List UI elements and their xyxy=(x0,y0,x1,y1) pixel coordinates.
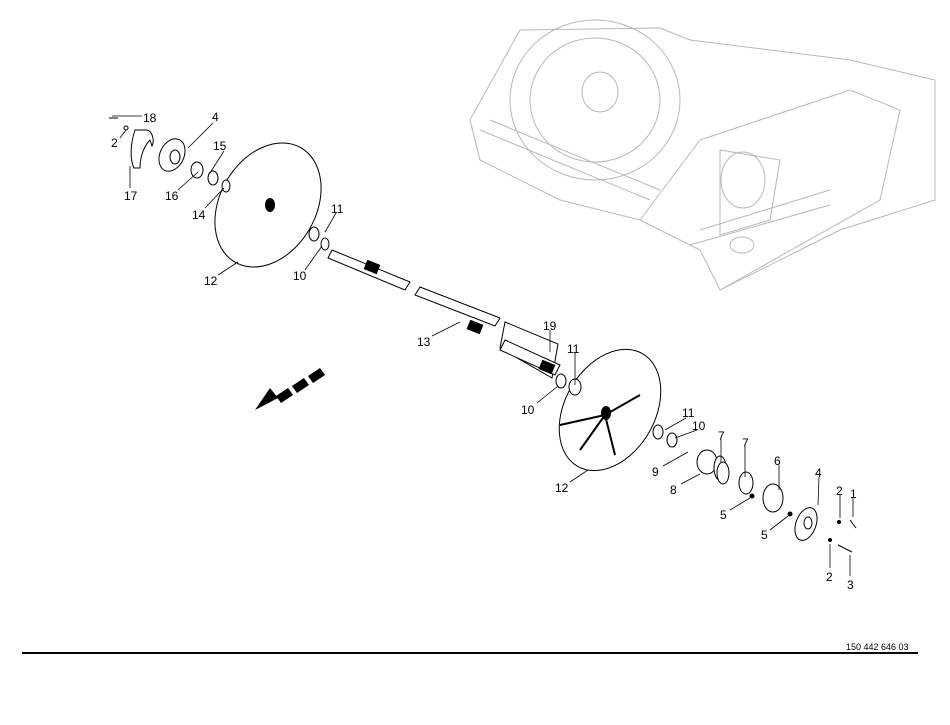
callout-8: 8 xyxy=(670,483,677,497)
callout-6: 6 xyxy=(774,454,781,468)
callout-4: 4 xyxy=(815,466,822,480)
travel-direction-arrow xyxy=(255,368,325,410)
shaft xyxy=(327,249,561,379)
callout-2: 2 xyxy=(826,570,833,584)
callout-11: 11 xyxy=(331,202,344,216)
callout-12: 12 xyxy=(555,481,569,495)
callout-11: 11 xyxy=(567,342,580,356)
disc-right xyxy=(558,348,662,472)
callout-9: 9 xyxy=(652,465,659,479)
small-parts-right xyxy=(555,373,857,553)
callout-7: 7 xyxy=(742,436,749,450)
callout-5: 5 xyxy=(720,508,727,522)
callout-19: 19 xyxy=(543,319,557,333)
callout-3: 3 xyxy=(847,578,854,592)
callout-10: 10 xyxy=(521,403,535,417)
leader-lines xyxy=(112,115,854,576)
callout-13: 13 xyxy=(417,335,431,349)
callout-15: 15 xyxy=(213,139,227,153)
callout-17: 17 xyxy=(124,189,138,203)
callout-1: 1 xyxy=(850,487,857,501)
footer-divider xyxy=(22,652,918,654)
callout-2: 2 xyxy=(836,484,843,498)
small-parts-left xyxy=(109,117,330,251)
callout-7: 7 xyxy=(718,429,725,443)
callout-18: 18 xyxy=(143,111,157,125)
callout-16: 16 xyxy=(165,189,179,203)
callout-4: 4 xyxy=(212,110,219,124)
callout-11: 11 xyxy=(682,406,695,420)
callout-5: 5 xyxy=(761,528,768,542)
callout-14: 14 xyxy=(192,208,206,222)
callout-2: 2 xyxy=(111,136,118,150)
machine-context-drawing xyxy=(469,19,936,291)
callout-10: 10 xyxy=(293,269,307,283)
document-number: 150 442 646 03 xyxy=(846,642,909,652)
callout-10: 10 xyxy=(692,419,706,433)
callout-12: 12 xyxy=(204,274,218,288)
callout-labels: 18 2 4 15 16 14 17 11 10 12 13 19 11 10 … xyxy=(111,110,857,592)
